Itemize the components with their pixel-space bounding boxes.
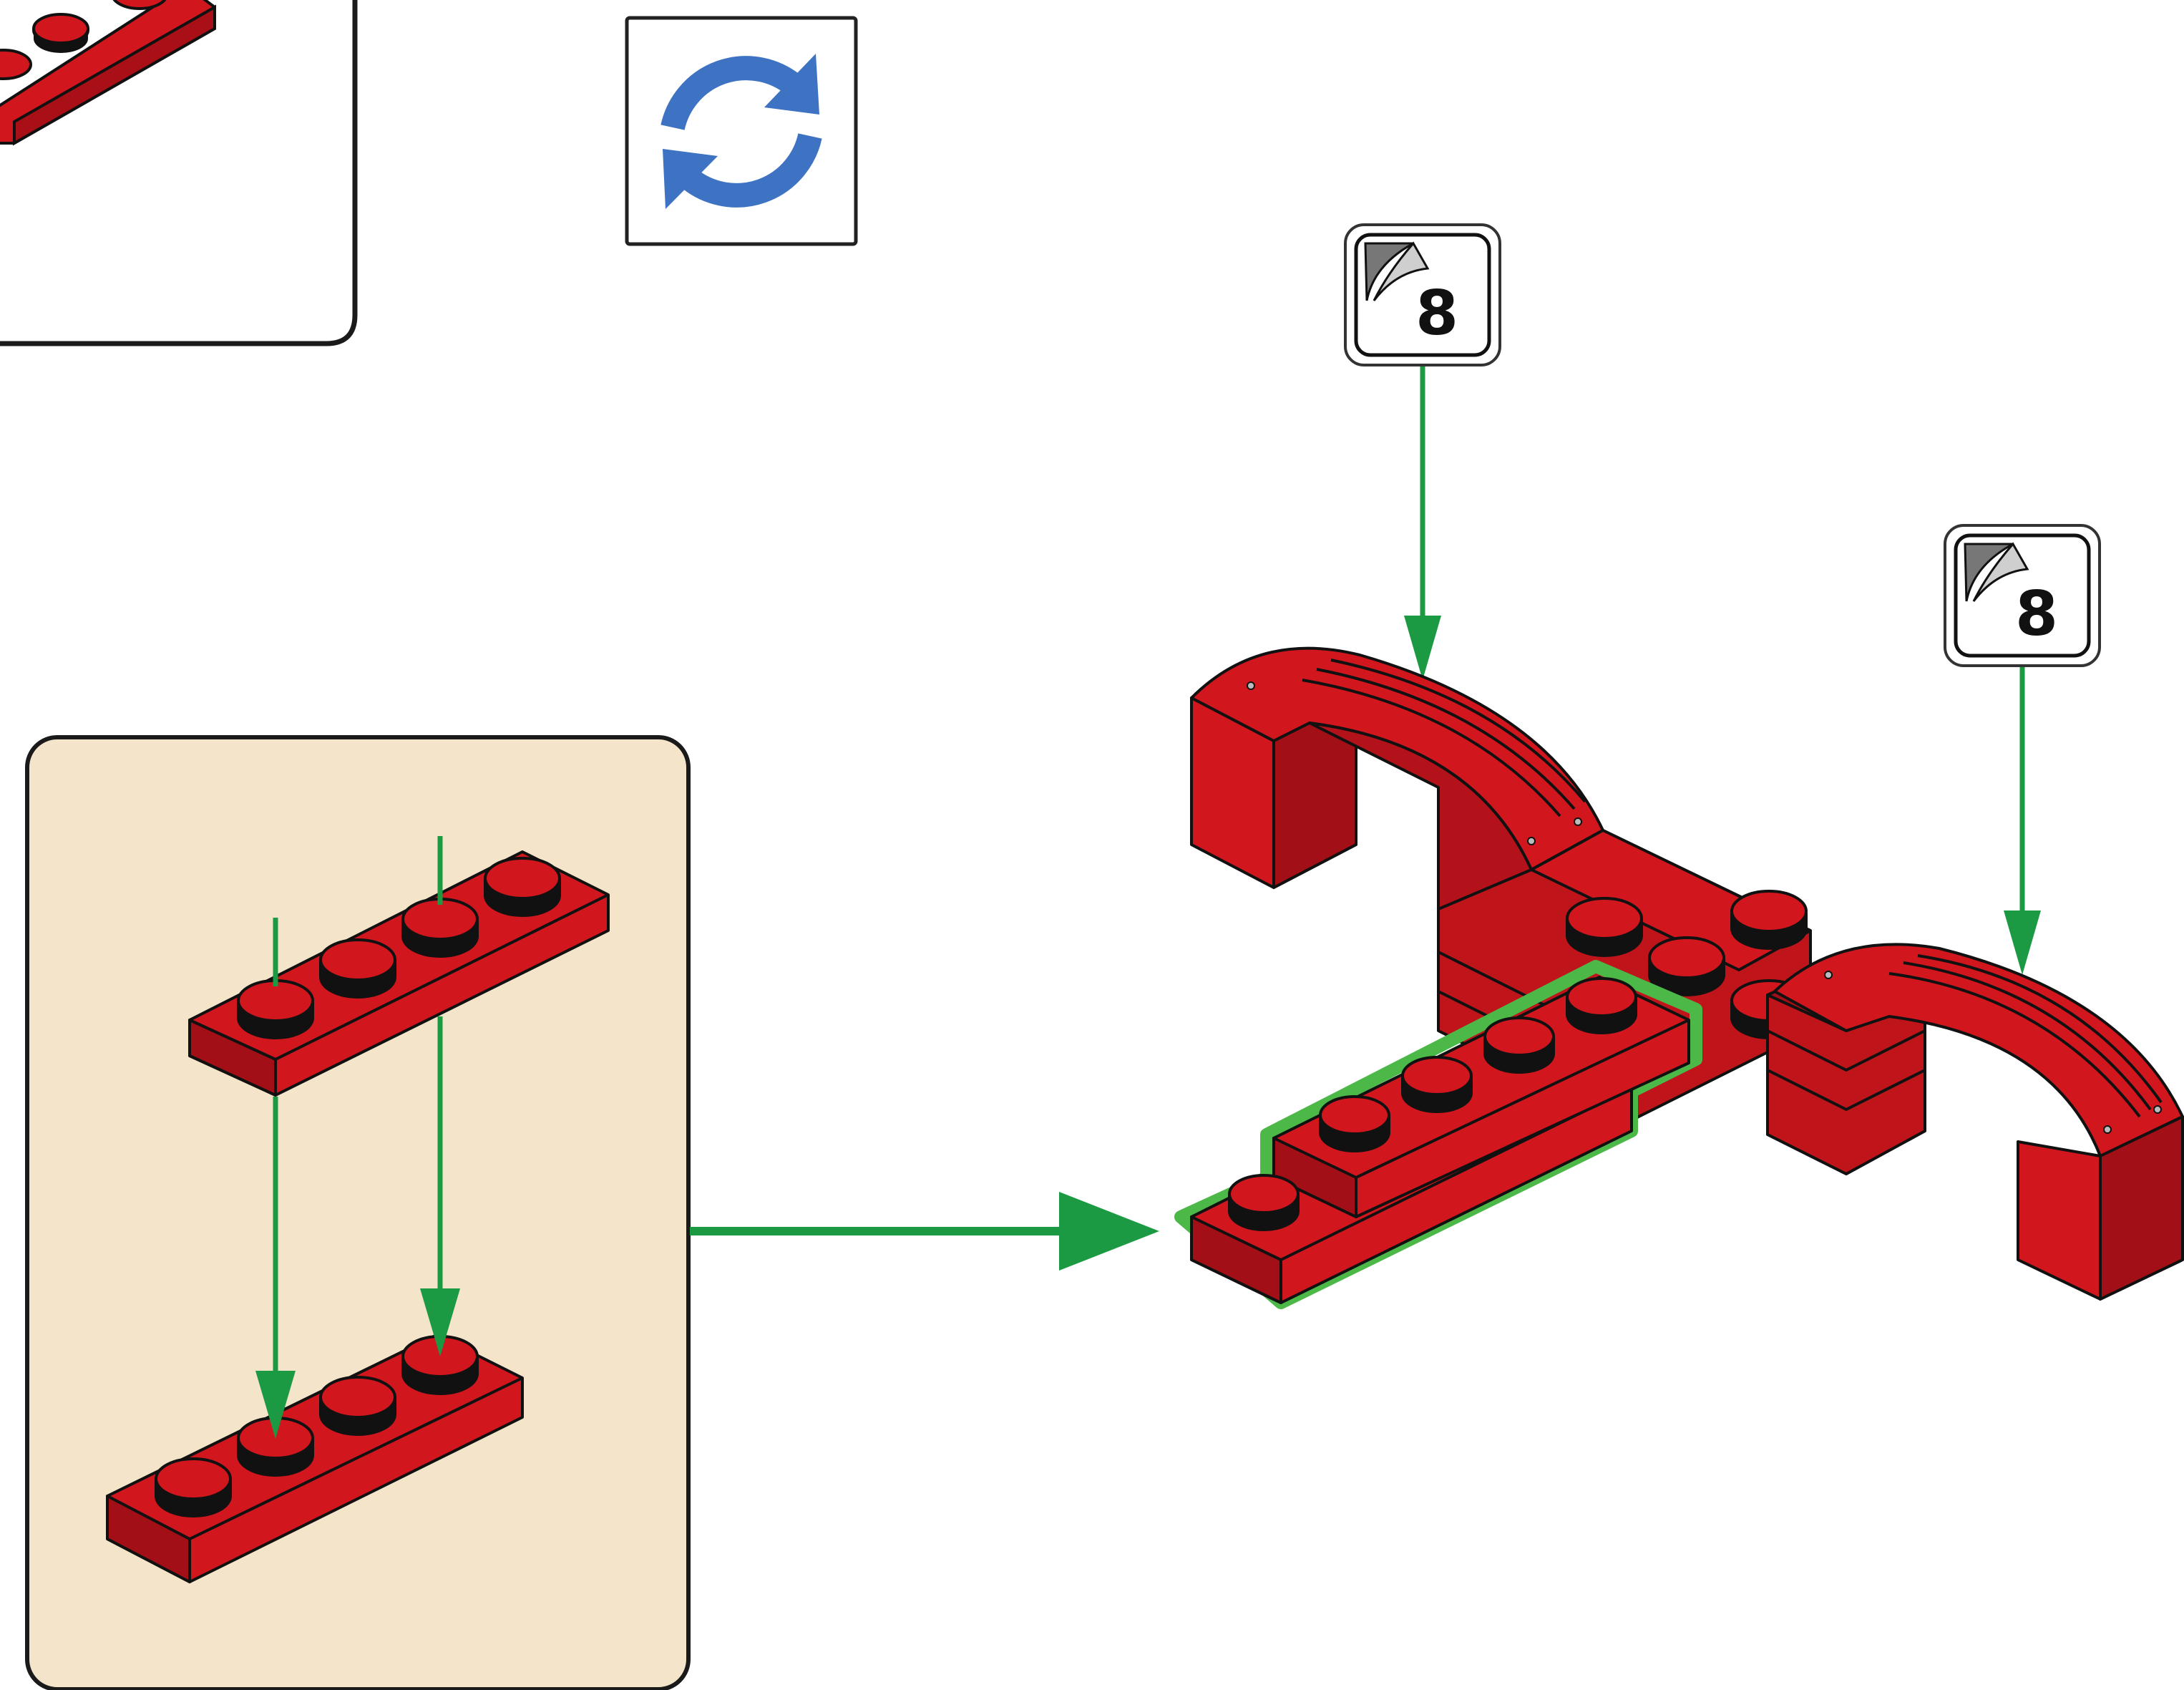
sticker-count-1: 8 (1415, 278, 1458, 349)
sticker-count-2: 8 (2015, 578, 2058, 650)
subassembly-panel (25, 735, 691, 1690)
sticker-callout-1 (1344, 223, 1501, 366)
sticker-arrowhead-1 (1404, 616, 1441, 680)
sticker-peel-icon (1964, 542, 2029, 602)
sticker-arrowhead-2 (2004, 910, 2041, 975)
assembly-arrows (255, 836, 460, 1439)
previous-step-panel (0, 0, 358, 346)
sticker-callout-2 (1944, 524, 2101, 667)
sticker-peel-icon (1364, 241, 1430, 301)
partial-red-plate (0, 0, 216, 146)
new-subassembly-highlight (1174, 960, 1702, 1309)
main-model (1174, 646, 2184, 1309)
rotate-model-icon (625, 16, 858, 246)
attach-subassembly-arrow (690, 1192, 1159, 1271)
right-arch-brick (1766, 943, 2184, 1301)
top-plate-1x4 (188, 850, 610, 1097)
